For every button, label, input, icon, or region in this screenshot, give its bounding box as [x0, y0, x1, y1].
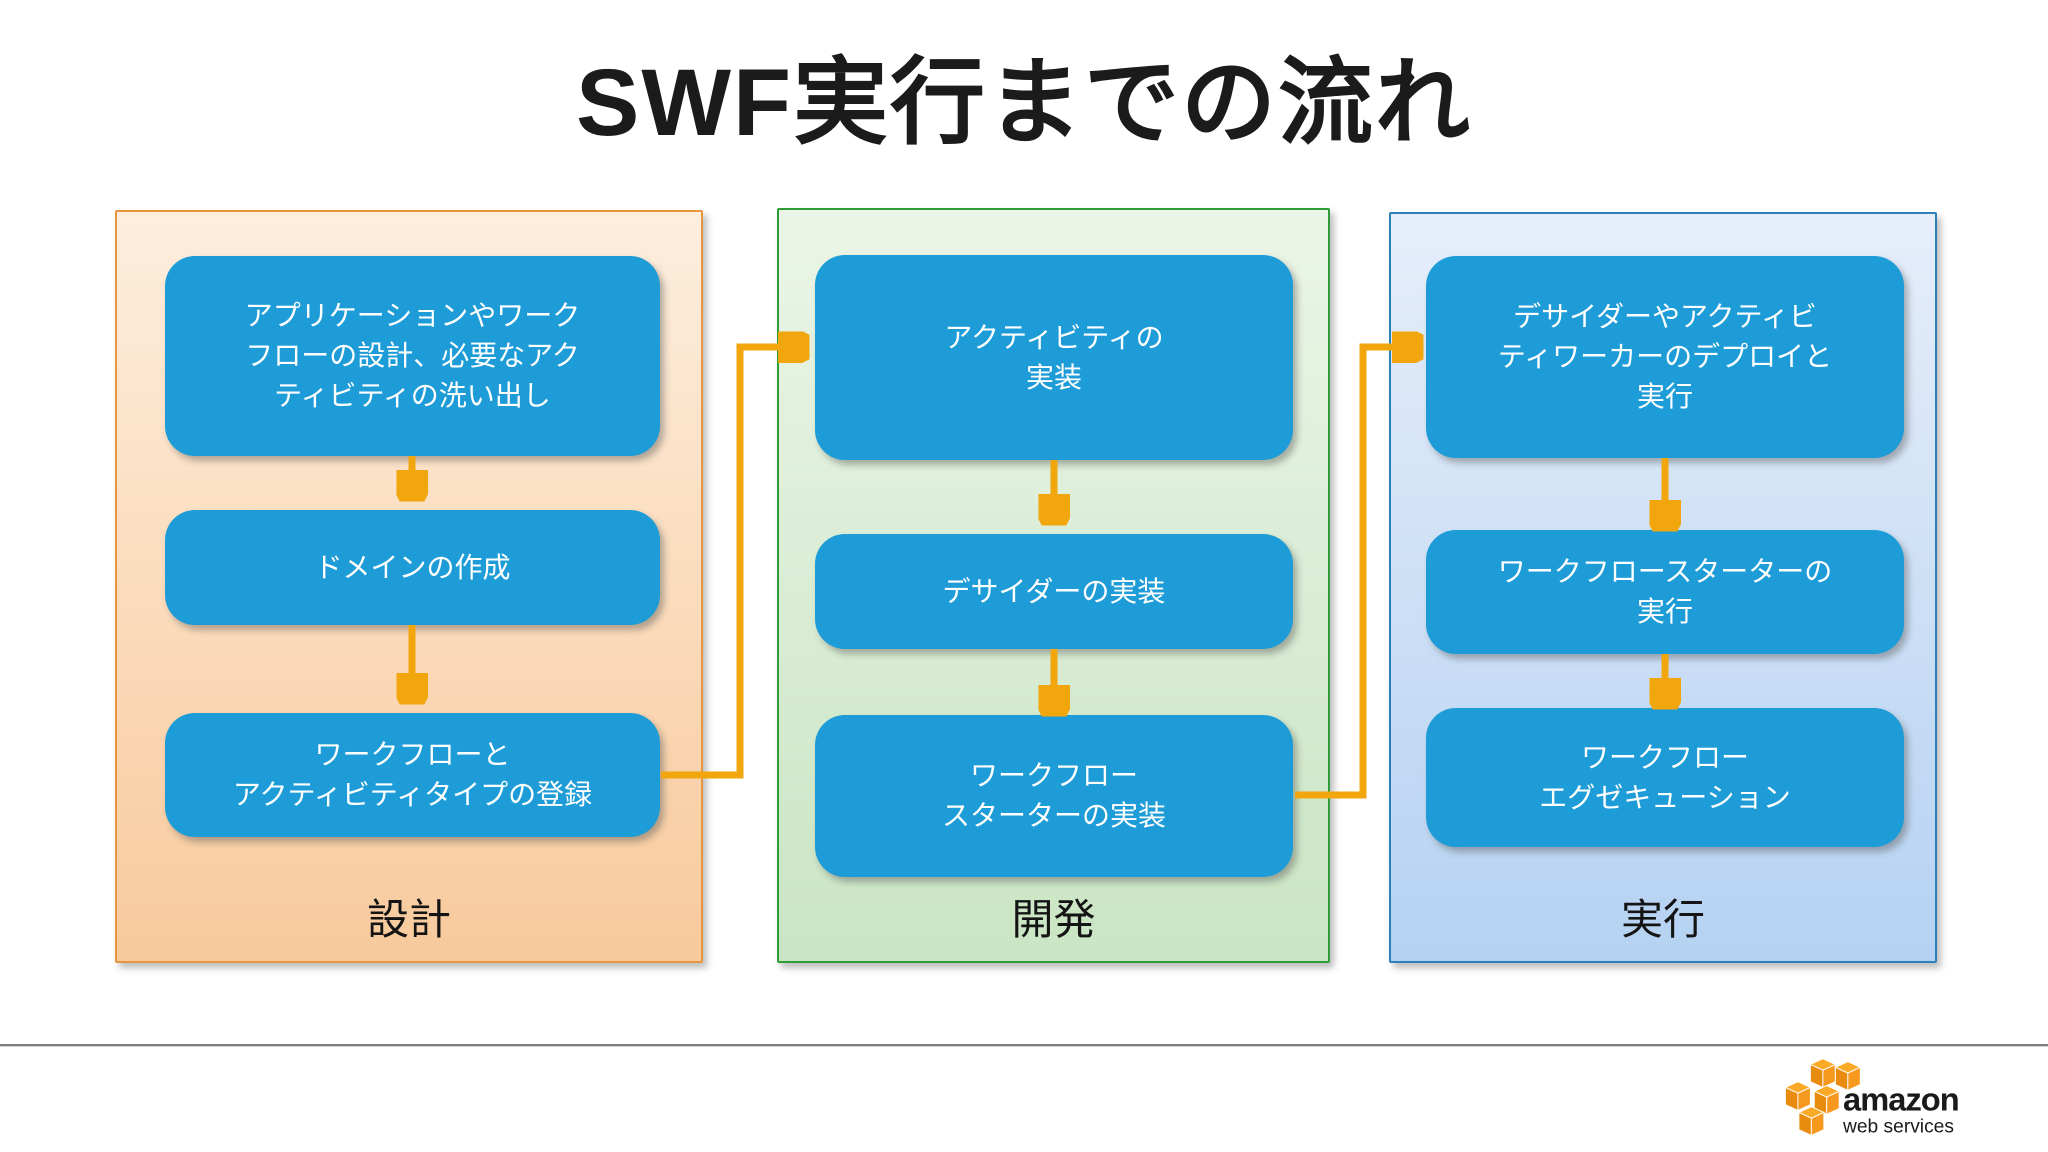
footer-divider [0, 1044, 2048, 1046]
amazon-wordmark: amazon [1843, 1080, 1959, 1117]
flow-box-execution-3: ワークフロー エグゼキューション [1426, 708, 1904, 847]
aws-logo: amazon web services [1784, 1058, 1960, 1138]
flow-box-design-1: アプリケーションやワーク フローの設計、必要なアク ティビティの洗い出し [165, 256, 660, 456]
flow-box-design-3: ワークフローと アクティビティタイプの登録 [165, 713, 660, 837]
flow-box-development-1: アクティビティの 実装 [815, 255, 1293, 460]
slide-title: SWF実行までの流れ [575, 50, 1473, 156]
flow-box-execution-2: ワークフロースターターの 実行 [1426, 530, 1904, 654]
web-services-wordmark: web services [1842, 1117, 1954, 1138]
flow-box-execution-1: デサイダーやアクティビ ティワーカーのデプロイと 実行 [1426, 256, 1904, 458]
flow-box-design-2: ドメインの作成 [165, 510, 660, 625]
panel-label-development: 開発 [1011, 896, 1096, 943]
panel-label-design: 設計 [366, 896, 451, 943]
footer-divider-shadow [0, 1046, 2048, 1047]
panel-label-execution: 実行 [1620, 896, 1705, 943]
amazon-cubes-icon [1784, 1058, 1862, 1137]
flow-box-development-2: デサイダーの実装 [815, 534, 1293, 649]
flow-box-development-3: ワークフロー スターターの実装 [815, 715, 1293, 877]
